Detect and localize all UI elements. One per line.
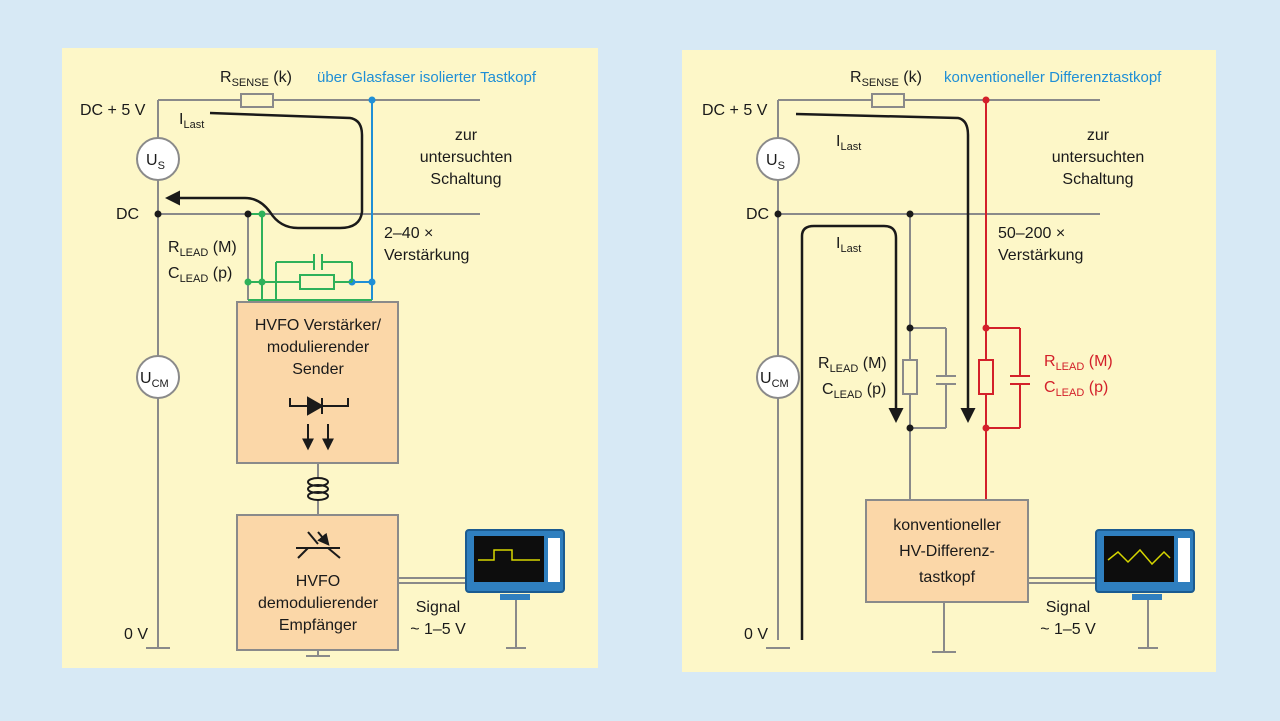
left-rsense-label: RSENSE (k) bbox=[220, 69, 292, 89]
right-clead-red-label: CLEAD (p) bbox=[1044, 379, 1108, 399]
left-us-label: US bbox=[146, 152, 165, 172]
right-ilast1-label: ILast bbox=[836, 133, 861, 153]
left-target-line2: untersuchten bbox=[420, 149, 513, 166]
right-ucm-label: UCM bbox=[760, 370, 789, 390]
left-signal-line1: Signal bbox=[416, 599, 460, 616]
left-0v-label: 0 V bbox=[124, 626, 148, 643]
right-gain-line2: Verstärkung bbox=[998, 247, 1083, 264]
left-box2-line1: HVFO bbox=[296, 573, 340, 590]
source-ucm bbox=[136, 355, 180, 399]
red-node-upper bbox=[982, 324, 990, 332]
red-node-lower bbox=[982, 424, 990, 432]
left-signal-line2: ~ 1–5 V bbox=[410, 621, 466, 638]
left-box1-line3: Sender bbox=[292, 361, 344, 378]
right-oscilloscope-icon bbox=[1095, 529, 1195, 600]
left-ucm-label: UCM bbox=[140, 370, 169, 390]
right-node-upper bbox=[906, 324, 914, 332]
left-box1-line2: modulierender bbox=[267, 339, 370, 356]
led-icon bbox=[289, 396, 349, 416]
hvfo-transmitter-box bbox=[236, 301, 399, 464]
source-us bbox=[136, 137, 180, 181]
right-rsense-label: RSENSE (k) bbox=[850, 69, 922, 89]
green-node-left bbox=[244, 278, 252, 286]
load-current-arrow bbox=[165, 111, 364, 230]
red-node-top bbox=[982, 96, 990, 104]
left-gain-line1: 2–40 × bbox=[384, 225, 433, 242]
right-ilast2-label: ILast bbox=[836, 235, 861, 255]
left-rlead-label: RLEAD (M) bbox=[168, 239, 237, 259]
phototransistor-icon bbox=[296, 531, 341, 559]
right-lead-resistor-gray bbox=[902, 359, 918, 395]
right-rlead-label: RLEAD (M) bbox=[818, 355, 887, 375]
right-node-lower bbox=[906, 424, 914, 432]
right-signal-line2: ~ 1–5 V bbox=[1040, 621, 1096, 638]
right-source-ucm bbox=[756, 355, 800, 399]
right-target-line1: zur bbox=[1087, 127, 1110, 144]
left-title: über Glasfaser isolierter Tastkopf bbox=[317, 69, 537, 86]
right-box-line3: tastkopf bbox=[919, 569, 976, 586]
oscilloscope-icon bbox=[465, 529, 565, 600]
light-arrows-icon bbox=[302, 424, 334, 451]
right-target-line3: Schaltung bbox=[1062, 171, 1133, 188]
left-ilast-label: ILast bbox=[179, 111, 204, 131]
right-clead-label: CLEAD (p) bbox=[822, 381, 886, 401]
right-box-line2: HV-Differenz- bbox=[899, 543, 995, 560]
left-box2-line3: Empfänger bbox=[279, 617, 358, 634]
lead-resistor-green bbox=[299, 274, 335, 290]
right-gain-line1: 50–200 × bbox=[998, 225, 1065, 242]
right-source-us bbox=[756, 137, 800, 181]
right-dc-node-lead bbox=[906, 210, 914, 218]
right-dc-label: DC bbox=[746, 206, 769, 223]
left-box2-line2: demodulierender bbox=[258, 595, 379, 612]
sense-resistor bbox=[240, 93, 274, 108]
right-sense-resistor bbox=[871, 93, 905, 108]
left-box1-line1: HVFO Verstärker/ bbox=[255, 317, 382, 334]
blue-node-top bbox=[368, 96, 376, 104]
right-leak-current-arrow bbox=[800, 224, 904, 640]
left-panel: RSENSE (k) über Glasfaser isolierter Tas… bbox=[62, 48, 598, 668]
left-target-line1: zur bbox=[455, 127, 478, 144]
left-gain-line2: Verstärkung bbox=[384, 247, 469, 264]
fiber-coil-icon bbox=[307, 477, 329, 501]
left-dc5v-label: DC + 5 V bbox=[80, 102, 146, 119]
right-rlead-red-label: RLEAD (M) bbox=[1044, 353, 1113, 373]
green-node-top bbox=[258, 210, 266, 218]
right-box-line1: konventioneller bbox=[893, 517, 1001, 534]
differential-probe-box bbox=[865, 499, 1029, 603]
right-signal-line1: Signal bbox=[1046, 599, 1090, 616]
dc-node bbox=[154, 210, 162, 218]
right-target-line2: untersuchten bbox=[1052, 149, 1145, 166]
right-dc-node bbox=[774, 210, 782, 218]
right-dc5v-label: DC + 5 V bbox=[702, 102, 768, 119]
right-load-current-arrow bbox=[795, 112, 976, 423]
green-node-mid bbox=[258, 278, 266, 286]
left-target-line3: Schaltung bbox=[430, 171, 501, 188]
dc-node-lead bbox=[244, 210, 252, 218]
right-title: konventioneller Differenztastkopf bbox=[944, 69, 1162, 86]
right-lead-resistor-red bbox=[978, 359, 994, 395]
left-dc-label: DC bbox=[116, 206, 139, 223]
right-us-label: US bbox=[766, 152, 785, 172]
right-panel: RSENSE (k) konventioneller Differenztast… bbox=[682, 50, 1216, 672]
blue-node-mid bbox=[368, 278, 376, 286]
left-clead-label: CLEAD (p) bbox=[168, 265, 232, 285]
right-0v-label: 0 V bbox=[744, 626, 768, 643]
